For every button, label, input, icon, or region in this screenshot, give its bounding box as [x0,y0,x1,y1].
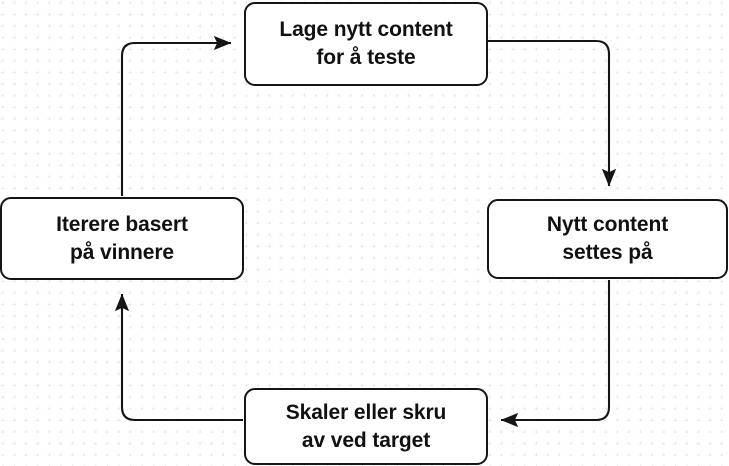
node-label-scale: Skaler eller skru av ved target [285,400,447,452]
node-label-create: Lage nytt content for å teste [279,18,453,69]
edge-iterate-to-create [120,35,232,196]
node-lage-nytt-content[interactable]: Lage nytt content for å teste [244,2,488,86]
node-nytt-content-settes-pa[interactable]: Nytt content settes på [487,199,728,279]
node-skaler-eller-skru-av[interactable]: Skaler eller skru av ved target [244,388,488,465]
node-label-live: Nytt content settes på [546,213,669,264]
edge-scale-to-iterate [114,293,243,422]
node-label-iterate: Iterere basert på vinnere [56,212,188,264]
edge-live-to-scale [500,280,611,428]
node-iterere-basert-pa-vinnere[interactable]: Iterere basert på vinnere [0,197,244,280]
edge-create-to-live [488,39,617,187]
